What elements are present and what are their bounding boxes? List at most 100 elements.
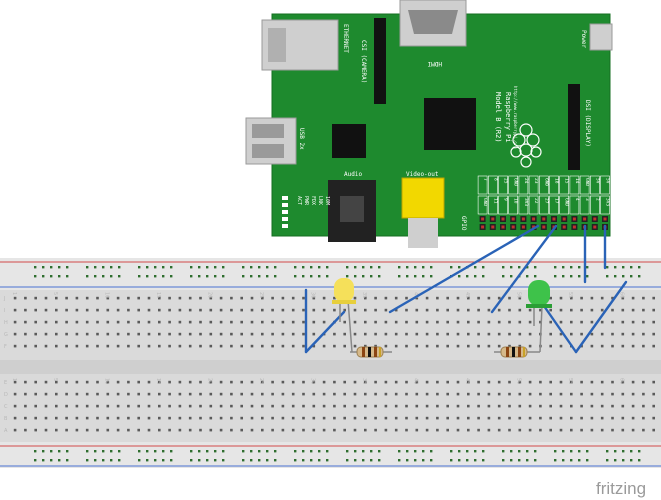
terminal-hole[interactable] [209, 332, 213, 336]
terminal-hole[interactable] [219, 416, 223, 420]
rail-hole[interactable] [622, 275, 625, 278]
rail-hole[interactable] [86, 275, 89, 278]
terminal-hole[interactable] [621, 320, 625, 324]
terminal-hole[interactable] [405, 416, 408, 420]
terminal-hole[interactable] [549, 332, 552, 336]
terminal-hole[interactable] [364, 428, 367, 432]
terminal-hole[interactable] [642, 416, 645, 420]
terminal-hole[interactable] [188, 320, 192, 324]
terminal-hole[interactable] [188, 296, 192, 300]
terminal-hole[interactable] [96, 380, 99, 384]
terminal-hole[interactable] [394, 428, 398, 432]
terminal-hole[interactable] [137, 428, 140, 432]
terminal-hole[interactable] [518, 344, 522, 348]
rail-hole[interactable] [622, 459, 625, 462]
terminal-hole[interactable] [508, 308, 511, 312]
terminal-hole[interactable] [353, 344, 357, 348]
rail-hole[interactable] [198, 275, 201, 278]
rail-hole[interactable] [502, 275, 505, 278]
terminal-hole[interactable] [147, 296, 151, 300]
terminal-hole[interactable] [230, 404, 233, 408]
terminal-hole[interactable] [642, 296, 645, 300]
terminal-hole[interactable] [580, 404, 583, 408]
terminal-hole[interactable] [467, 296, 470, 300]
terminal-hole[interactable] [106, 308, 110, 312]
terminal-hole[interactable] [44, 392, 48, 396]
rail-hole[interactable] [398, 275, 401, 278]
rail-hole[interactable] [570, 459, 573, 462]
terminal-hole[interactable] [302, 428, 305, 432]
terminal-hole[interactable] [456, 344, 460, 348]
terminal-hole[interactable] [549, 344, 552, 348]
terminal-hole[interactable] [34, 344, 37, 348]
terminal-hole[interactable] [559, 308, 563, 312]
terminal-hole[interactable] [425, 320, 429, 324]
terminal-hole[interactable] [158, 392, 161, 396]
rail-hole[interactable] [578, 450, 581, 453]
rail-hole[interactable] [362, 459, 365, 462]
rail-hole[interactable] [66, 275, 69, 278]
terminal-hole[interactable] [281, 320, 285, 324]
terminal-hole[interactable] [333, 428, 336, 432]
terminal-hole[interactable] [116, 416, 120, 420]
terminal-hole[interactable] [456, 332, 460, 336]
terminal-hole[interactable] [261, 380, 264, 384]
rail-hole[interactable] [554, 275, 557, 278]
terminal-hole[interactable] [539, 380, 542, 384]
rail-hole[interactable] [170, 459, 173, 462]
rail-hole[interactable] [302, 266, 305, 269]
terminal-hole[interactable] [477, 320, 480, 324]
terminal-hole[interactable] [425, 308, 429, 312]
rail-hole[interactable] [326, 266, 329, 269]
rail-hole[interactable] [170, 275, 173, 278]
rail-hole[interactable] [370, 275, 373, 278]
rail-hole[interactable] [102, 275, 105, 278]
terminal-hole[interactable] [168, 344, 171, 348]
terminal-hole[interactable] [13, 392, 17, 396]
rail-hole[interactable] [190, 450, 193, 453]
rail-hole[interactable] [622, 450, 625, 453]
terminal-hole[interactable] [343, 332, 346, 336]
terminal-hole[interactable] [106, 320, 110, 324]
terminal-hole[interactable] [374, 404, 377, 408]
terminal-hole[interactable] [302, 332, 305, 336]
rail-hole[interactable] [346, 266, 349, 269]
terminal-hole[interactable] [570, 308, 573, 312]
rail-hole[interactable] [370, 266, 373, 269]
terminal-hole[interactable] [85, 404, 89, 408]
terminal-hole[interactable] [374, 296, 377, 300]
terminal-hole[interactable] [96, 428, 99, 432]
rail-hole[interactable] [50, 266, 53, 269]
rail-hole[interactable] [326, 275, 329, 278]
terminal-hole[interactable] [302, 380, 305, 384]
terminal-hole[interactable] [364, 332, 367, 336]
rail-hole[interactable] [170, 450, 173, 453]
rail-hole[interactable] [502, 450, 505, 453]
terminal-hole[interactable] [44, 416, 48, 420]
terminal-hole[interactable] [528, 392, 532, 396]
terminal-hole[interactable] [312, 428, 316, 432]
terminal-hole[interactable] [281, 332, 285, 336]
terminal-hole[interactable] [137, 392, 140, 396]
terminal-hole[interactable] [394, 380, 398, 384]
terminal-hole[interactable] [394, 344, 398, 348]
terminal-hole[interactable] [65, 296, 68, 300]
terminal-hole[interactable] [13, 296, 17, 300]
terminal-hole[interactable] [374, 428, 377, 432]
terminal-hole[interactable] [24, 332, 27, 336]
rail-hole[interactable] [474, 266, 477, 269]
terminal-hole[interactable] [116, 320, 120, 324]
terminal-hole[interactable] [600, 380, 604, 384]
terminal-hole[interactable] [13, 320, 17, 324]
terminal-hole[interactable] [631, 296, 635, 300]
terminal-hole[interactable] [590, 296, 594, 300]
rail-hole[interactable] [154, 450, 157, 453]
terminal-hole[interactable] [446, 404, 449, 408]
terminal-hole[interactable] [55, 320, 58, 324]
rail-hole[interactable] [430, 459, 433, 462]
terminal-hole[interactable] [415, 344, 419, 348]
terminal-hole[interactable] [374, 392, 377, 396]
terminal-hole[interactable] [477, 380, 480, 384]
rail-hole[interactable] [638, 459, 641, 462]
terminal-hole[interactable] [384, 428, 388, 432]
